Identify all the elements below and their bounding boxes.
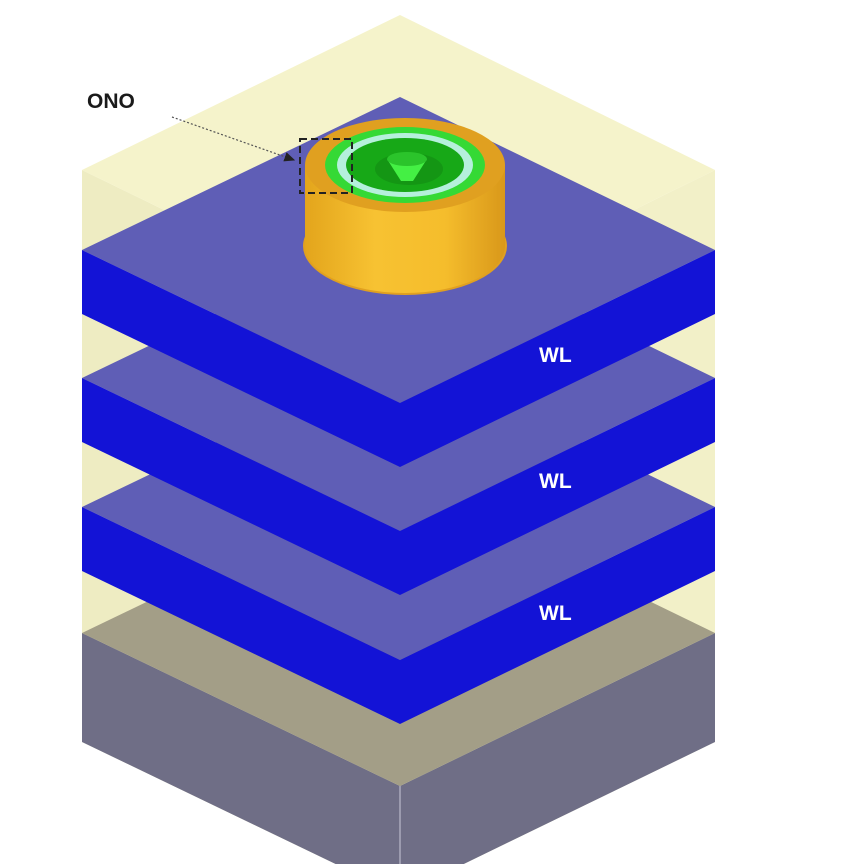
ono-highlight-box — [299, 138, 353, 194]
ono-label: ONO — [87, 90, 135, 113]
wl-label-1: WL — [539, 344, 572, 367]
wl-label-3: WL — [539, 602, 572, 625]
wordline-left-face — [82, 250, 400, 467]
wordline-right-face — [400, 507, 715, 724]
wordline-right-face — [400, 250, 715, 467]
ono-annotation: ONO — [87, 90, 353, 194]
channel-pillar — [303, 118, 507, 295]
wordline-left-face — [82, 378, 400, 595]
core-cone-top — [387, 152, 427, 166]
wordline-labels: WL WL WL — [539, 344, 572, 625]
wordline-right-face — [400, 378, 715, 595]
wordline-slabs — [82, 97, 715, 724]
ono-leader-line — [171, 116, 296, 162]
wordline-left-face — [82, 507, 400, 724]
base-left-face — [82, 633, 400, 864]
wl-label-2: WL — [539, 470, 572, 493]
base-right-face — [400, 633, 715, 864]
